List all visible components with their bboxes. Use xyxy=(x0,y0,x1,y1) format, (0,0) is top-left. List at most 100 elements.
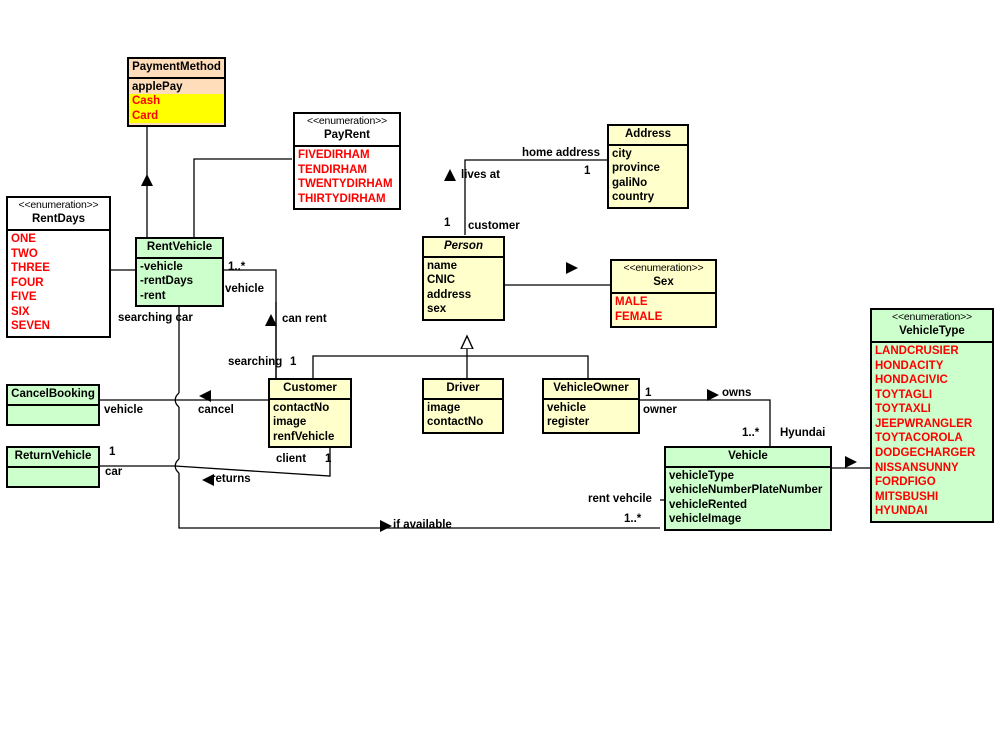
enum-literal: HONDACITY xyxy=(875,359,944,372)
enum-literal: TENDIRHAM xyxy=(298,163,367,176)
class-box-address[interactable]: Address city province galiNo country xyxy=(607,124,689,209)
class-box-vehicle-owner[interactable]: VehicleOwner vehicle register xyxy=(542,378,640,434)
enum-header-pay-rent: <<enumeration>> PayRent xyxy=(295,114,399,147)
edge-multiplicity-vehicle-owner: 1..* xyxy=(742,427,760,439)
class-box-cancel-booking[interactable]: CancelBooking xyxy=(6,384,100,426)
enum-literal: NISSANSUNNY xyxy=(875,461,959,474)
attribute: vehicleRented xyxy=(669,498,747,511)
class-box-rent-vehicle[interactable]: RentVehicle -vehicle -rentDays -rent xyxy=(135,237,224,308)
class-box-payment-method[interactable]: PaymentMethod applePay Cash Card xyxy=(127,57,226,128)
class-header-person: Person xyxy=(424,238,503,258)
attribute: sex xyxy=(427,303,447,316)
attribute: contactNo xyxy=(273,401,330,414)
edge-label-if-available: if available xyxy=(393,519,452,531)
attribute: -rentDays xyxy=(140,275,194,288)
attribute: CNIC xyxy=(427,274,456,287)
attribute: vehicle xyxy=(547,401,586,414)
class-attributes-rent-vehicle: -vehicle -rentDays -rent xyxy=(137,258,222,306)
attribute: galiNo xyxy=(612,176,648,189)
class-box-person[interactable]: Person name CNIC address sex xyxy=(422,236,505,321)
enum-literal: MALE xyxy=(615,295,648,308)
attribute: renfVehicle xyxy=(273,430,335,443)
enum-literal: TOYTACOROLA xyxy=(875,432,963,445)
enum-literal: HONDACIVIC xyxy=(875,374,948,387)
class-attributes-payment-method: applePay Cash Card xyxy=(129,78,224,126)
enum-literals-sex: MALE FEMALE xyxy=(612,293,715,327)
edge-label-returns: returns xyxy=(211,473,251,485)
edge-multiplicity-rent-vehcile: 1..* xyxy=(624,513,642,525)
attribute: name xyxy=(427,259,458,272)
class-name-rent-vehicle: RentVehicle xyxy=(146,241,213,253)
class-box-customer[interactable]: Customer contactNo image renfVehicle xyxy=(268,378,352,449)
enum-box-vehicle-type[interactable]: <<enumeration>> VehicleType LANDCRUSIER … xyxy=(870,308,994,524)
enum-literal: THIRTYDIRHAM xyxy=(298,192,386,205)
enum-header-vehicle-type: <<enumeration>> VehicleType xyxy=(872,310,992,343)
enum-literal: TOYTAXLI xyxy=(875,403,931,416)
attribute: address xyxy=(427,288,472,301)
class-box-vehicle[interactable]: Vehicle vehicleType vehicleNumberPlateNu… xyxy=(664,446,832,531)
edge-label-searching-car: searching car xyxy=(118,312,193,324)
enum-header-rent-days: <<enumeration>> RentDays xyxy=(8,198,109,231)
enum-literals-pay-rent: FIVEDIRHAM TENDIRHAM TWENTYDIRHAM THIRTY… xyxy=(295,146,399,209)
edge-multiplicity-address: 1 xyxy=(584,165,591,177)
enum-literal: TWENTYDIRHAM xyxy=(298,178,393,191)
enum-literal: SIX xyxy=(11,305,30,318)
class-box-driver[interactable]: Driver image contactNo xyxy=(422,378,504,434)
class-header-cancel-booking: CancelBooking xyxy=(8,386,98,406)
enum-literal: FEMALE xyxy=(615,310,663,323)
class-header-rent-vehicle: RentVehicle xyxy=(137,239,222,259)
attribute: register xyxy=(547,416,590,429)
attribute: vehicleType xyxy=(669,469,734,482)
class-box-return-vehicle[interactable]: ReturnVehicle xyxy=(6,446,100,488)
class-header-customer: Customer xyxy=(270,380,350,400)
class-name-address: Address xyxy=(624,128,672,140)
enum-literals-rent-days: ONE TWO THREE FOUR FIVE SIX SEVEN xyxy=(8,230,109,337)
enum-literal: ONE xyxy=(11,232,36,245)
class-name-person: Person xyxy=(444,240,483,252)
class-header-return-vehicle: ReturnVehicle xyxy=(8,448,98,468)
class-attributes-return-vehicle xyxy=(8,467,98,486)
edge-label-cancel: cancel xyxy=(198,404,234,416)
enum-literal: MITSBUSHI xyxy=(875,490,939,503)
enum-literal: TWO xyxy=(11,247,38,260)
attribute: province xyxy=(612,162,660,175)
class-attributes-vehicle-owner: vehicle register xyxy=(544,399,638,432)
attribute: contactNo xyxy=(427,416,484,429)
enum-literal: FIVEDIRHAM xyxy=(298,148,370,161)
enum-name-vehicle-type: VehicleType xyxy=(899,325,965,338)
class-attributes-cancel-booking xyxy=(8,405,98,424)
class-header-vehicle: Vehicle xyxy=(666,448,830,468)
edge-multiplicity-customer: 1 xyxy=(444,217,451,229)
enum-literals-vehicle-type: LANDCRUSIER HONDACITY HONDACIVIC TOYTAGL… xyxy=(872,342,992,522)
enum-box-rent-days[interactable]: <<enumeration>> RentDays ONE TWO THREE F… xyxy=(6,196,111,339)
edge-role-vehicle: vehicle xyxy=(225,283,264,295)
class-name-customer: Customer xyxy=(283,382,337,394)
edge-label-hyundai: Hyundai xyxy=(780,427,826,439)
edge-role-cancel-vehicle: vehicle xyxy=(104,404,143,416)
class-attributes-person: name CNIC address sex xyxy=(424,257,503,319)
attribute: country xyxy=(612,191,655,204)
enum-box-sex[interactable]: <<enumeration>> Sex MALE FEMALE xyxy=(610,259,717,329)
edge-label-owns: owns xyxy=(722,387,752,399)
enum-literal: DODGECHARGER xyxy=(875,447,976,460)
class-name-vehicle: Vehicle xyxy=(728,450,768,462)
attribute: -vehicle xyxy=(140,260,183,273)
attribute: -rent xyxy=(140,289,166,302)
stereotype-enumeration-vehicle-type: <<enumeration>> xyxy=(892,311,972,323)
attribute: city xyxy=(612,147,632,160)
enum-name-sex: Sex xyxy=(653,276,674,289)
enum-box-pay-rent[interactable]: <<enumeration>> PayRent FIVEDIRHAM TENDI… xyxy=(293,112,401,211)
class-attributes-address: city province galiNo country xyxy=(609,145,687,207)
class-name-return-vehicle: ReturnVehicle xyxy=(14,450,92,462)
attribute: vehicleImage xyxy=(669,513,742,526)
edge-role-client: client xyxy=(276,453,307,465)
class-name-vehicle-owner: VehicleOwner xyxy=(553,382,629,394)
enum-literal: LANDCRUSIER xyxy=(875,344,959,357)
enum-literal: FIVE xyxy=(11,291,37,304)
edge-multiplicity-return: 1 xyxy=(109,446,116,458)
edge-label-rent-vehcile: rent vehcile xyxy=(588,493,652,505)
enum-literal: HYUNDAI xyxy=(875,505,928,518)
attribute-card: Card xyxy=(129,108,224,124)
edge-role-car: car xyxy=(105,466,123,478)
